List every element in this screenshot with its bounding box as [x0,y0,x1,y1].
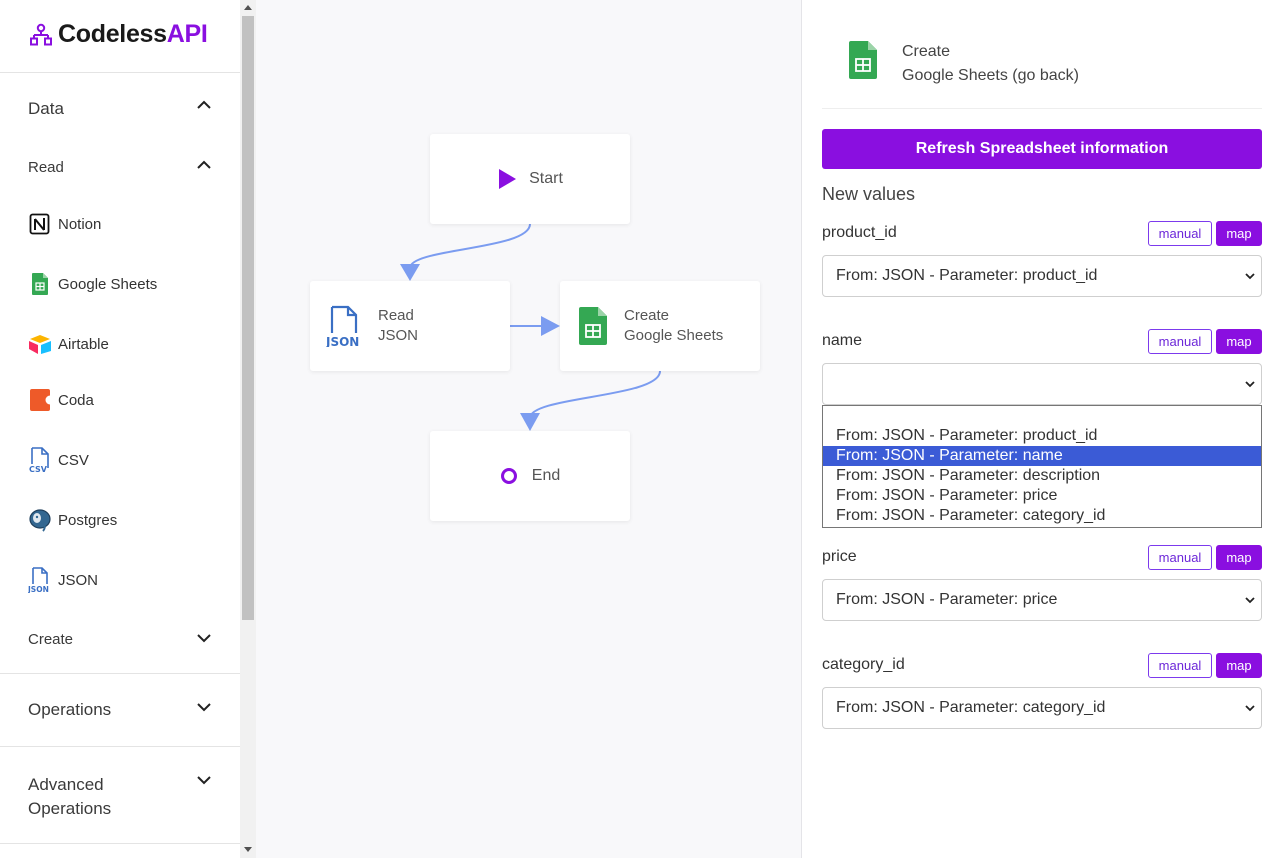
section-operations[interactable]: Operations [28,700,112,719]
divider [0,72,240,73]
scrollbar-thumb[interactable] [242,16,254,620]
chevron-up-icon[interactable] [196,157,212,173]
dropdown-option[interactable]: From: JSON - Parameter: category_id [836,507,1106,524]
edge-create-end [529,370,661,419]
manual-button[interactable]: manual [1148,329,1212,354]
chevron-down-icon[interactable] [196,630,212,646]
node-end[interactable]: End [430,431,630,521]
airtable-icon [28,331,52,357]
map-button[interactable]: map [1216,545,1262,570]
google-sheets-icon [28,271,52,297]
divider [0,673,240,674]
manual-button[interactable]: manual [1148,221,1212,246]
postgres-icon [28,507,52,533]
sidebar: CodelessAPI Data Read Notion Google Shee… [0,0,240,858]
category-id-select[interactable]: From: JSON - Parameter: category_id [822,687,1262,729]
chevron-down-icon [1245,705,1255,712]
chevron-down-icon[interactable] [196,772,212,788]
flow-edges [400,223,661,431]
chevron-down-icon [1245,273,1255,280]
coda-icon [28,387,52,413]
new-values-heading: New values [822,184,916,204]
logo[interactable]: CodelessAPI [30,20,208,49]
section-create[interactable]: Create [28,631,74,648]
scroll-down-icon[interactable] [244,847,252,852]
google-sheets-icon [579,307,607,345]
section-data[interactable]: Data [28,99,64,118]
divider [822,108,1262,109]
go-back-link[interactable]: Google Sheets (go back) [902,67,1079,84]
flow-canvas[interactable]: Start JSON Read JSON Create Google Sheet… [256,0,802,858]
edge-arrow [400,264,420,281]
edge-arrow [541,316,560,336]
sidebar-item-airtable[interactable]: Airtable [28,330,109,358]
panel-header[interactable]: Create Google Sheets (go back) [822,40,1079,88]
csv-icon: CSV [28,447,52,473]
sidebar-item-notion[interactable]: Notion [28,210,101,238]
edge-arrow [520,413,540,431]
divider [0,746,240,747]
sidebar-item-json[interactable]: JSON JSON [28,566,98,594]
sidebar-item-coda[interactable]: Coda [28,386,94,414]
product-id-select[interactable]: From: JSON - Parameter: product_id [822,255,1262,297]
svg-text:CSV: CSV [29,465,48,473]
dropdown-option[interactable]: From: JSON - Parameter: description [836,467,1101,484]
chevron-down-icon [1245,597,1255,604]
map-button[interactable]: map [1216,329,1262,354]
map-button[interactable]: map [1216,221,1262,246]
node-create-google-sheets[interactable]: Create Google Sheets [560,281,760,371]
node-start[interactable]: Start [430,134,630,224]
manual-button[interactable]: manual [1148,545,1212,570]
notion-icon [28,211,52,237]
sidebar-item-google-sheets[interactable]: Google Sheets [28,270,157,298]
map-button[interactable]: map [1216,653,1262,678]
logo-icon [30,23,52,45]
sidebar-item-postgres[interactable]: Postgres [28,506,117,534]
manual-button[interactable]: manual [1148,653,1212,678]
json-icon: JSON [28,567,52,593]
section-advanced-operations[interactable]: Advanced Operations [28,775,112,818]
chevron-down-icon[interactable] [196,699,212,715]
name-select-dropdown[interactable]: From: JSON - Parameter: product_id From:… [822,405,1262,528]
refresh-spreadsheet-button[interactable]: Refresh Spreadsheet information [822,129,1262,169]
field-label-product-id: product_id [822,224,897,241]
field-label-category-id: category_id [822,656,905,673]
section-read[interactable]: Read [28,159,64,176]
chevron-up-icon[interactable] [196,97,212,113]
field-label-name: name [822,332,863,349]
node-read-json[interactable]: JSON Read JSON [310,281,510,371]
end-circle-icon [500,468,517,484]
google-sheets-icon [849,41,877,79]
brand-name: CodelessAPI [58,20,208,48]
scroll-up-icon[interactable] [244,5,252,10]
divider [0,843,240,844]
field-label-price: price [822,548,857,565]
play-icon [499,169,517,189]
edge-start-read [409,223,531,269]
dropdown-option-selected[interactable]: From: JSON - Parameter: name [823,446,1261,466]
sidebar-scrollbar[interactable] [240,0,256,858]
dropdown-option[interactable]: From: JSON - Parameter: product_id [836,427,1098,444]
json-icon: JSON [326,305,359,347]
sidebar-item-csv[interactable]: CSV CSV [28,446,89,474]
svg-text:JSON: JSON [326,335,359,347]
panel-title: Create [902,43,951,60]
svg-text:JSON: JSON [28,585,49,593]
price-select[interactable]: From: JSON - Parameter: price [822,579,1262,621]
dropdown-option[interactable]: From: JSON - Parameter: price [836,487,1058,504]
node-config-panel: Create Google Sheets (go back) Refresh S… [802,0,1282,858]
chevron-down-icon [1245,381,1255,388]
name-select[interactable] [822,363,1262,405]
